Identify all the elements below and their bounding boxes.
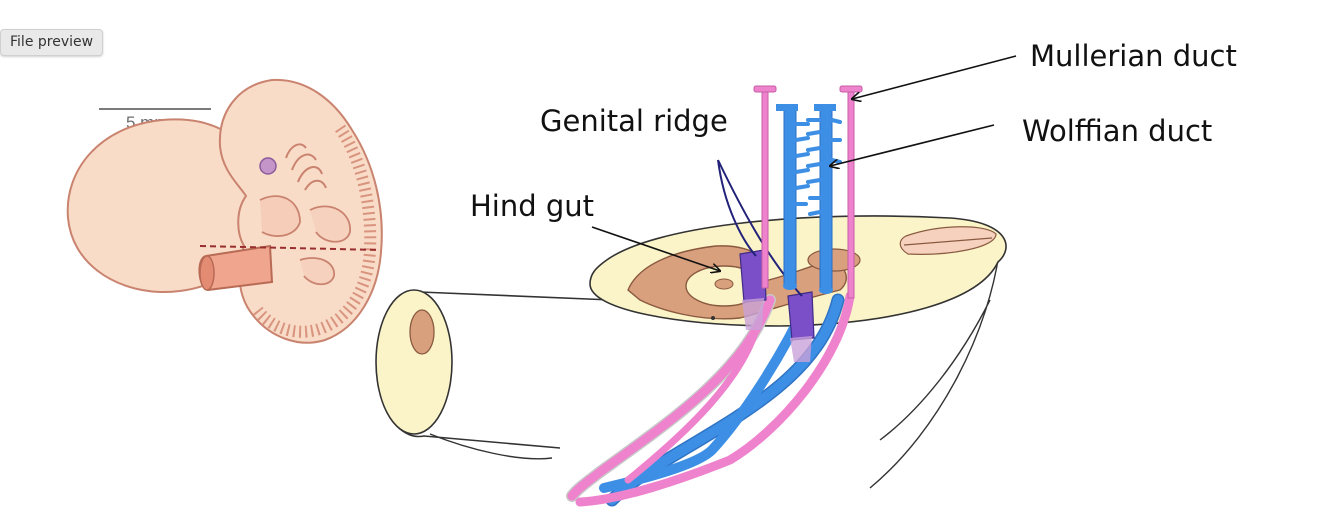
genital-ridge-right [787,291,815,341]
file-preview-button[interactable]: File preview [0,29,104,56]
genital-ridges [717,159,815,362]
embryo-eye [259,157,277,175]
body-wall-right [869,245,1001,489]
embryo-cross-section [375,55,1017,507]
hind-gut-lumen-section [714,278,734,290]
wolffian-duct-pointer [830,124,995,166]
hind-gut-label: Hind gut [470,189,594,223]
hind-gut-pointer [591,226,720,271]
hind-gut-tube-end [375,289,453,435]
yolk-sac [66,118,264,294]
wolffian-duct-label: Wolffian duct [1022,114,1212,148]
hind-gut-lumen [409,309,435,355]
somite-hatching [251,124,377,338]
section-plane-line [199,245,381,251]
ducts-lower-bundle [566,291,855,507]
umbilical-stalk-opening [199,255,215,291]
genital-ridge-label: Genital ridge [540,104,728,138]
limb-bud [309,205,351,243]
body-wall-lower [429,433,553,460]
whole-embryo-illustration: 5 mm [66,78,383,344]
genital-ridge-left [739,249,767,303]
limb-bud-lower [299,257,335,286]
pharyngeal-arches [285,143,327,191]
mullerian-duct-label: Mullerian duct [1030,39,1237,73]
wolffian-ducts [776,104,842,294]
heart-bulge [259,195,301,237]
mullerian-duct-pointer [852,55,1017,99]
neural-tube-stripe [899,226,997,255]
neural-tube-line [903,237,993,246]
section-dot [711,316,715,320]
